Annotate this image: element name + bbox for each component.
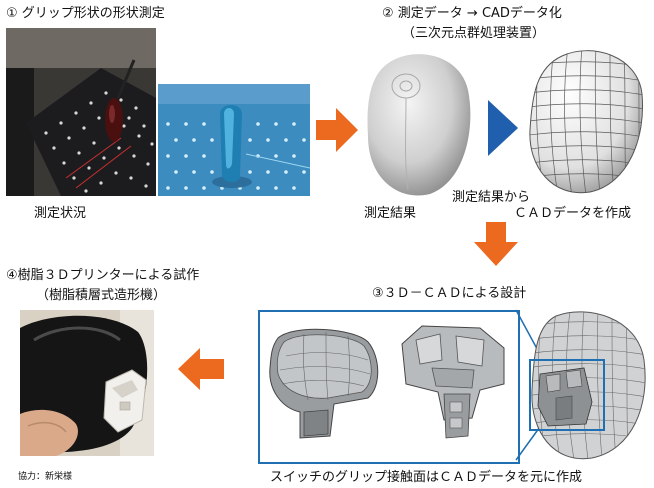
step1-caption: 測定状況 bbox=[34, 206, 87, 221]
arrow-down-orange bbox=[472, 222, 520, 268]
cad-wireframe-shape bbox=[522, 46, 648, 196]
step1-title: ① グリップ形状の形状測定 bbox=[6, 6, 165, 21]
scan-preview-photo bbox=[158, 84, 310, 196]
scan-result-caption: 測定結果 bbox=[364, 206, 417, 221]
cad-part-front bbox=[392, 318, 512, 446]
step2-title-line2: （三次元点群処理装置） bbox=[402, 26, 546, 41]
step4-title-line1: ④樹脂３Ｄプリンターによる試作 bbox=[6, 268, 200, 283]
prototype-photo bbox=[20, 310, 154, 456]
step3-title: ③３Ｄ－ＣＡＤによる設計 bbox=[372, 286, 527, 301]
scan-result-shape bbox=[360, 50, 478, 198]
cad-caption-line2: ＣＡＤデータを作成 bbox=[514, 206, 632, 221]
step3-caption: スイッチのグリップ接触面はＣＡＤデータを元に作成 bbox=[270, 470, 583, 485]
step2-title-line1: ② 測定データ → CADデータ化 bbox=[382, 6, 562, 21]
arrow-right-orange bbox=[316, 106, 360, 154]
cad-caption-line1: 測定結果から bbox=[452, 190, 531, 205]
arrow-left-orange bbox=[176, 346, 226, 392]
step4-title-line2: （樹脂積層式造形機） bbox=[36, 288, 167, 303]
credit-label: 協力：新栄様 bbox=[18, 472, 73, 482]
arrow-right-blue bbox=[486, 100, 520, 156]
cad-part-back bbox=[264, 320, 386, 444]
measurement-setup-photo bbox=[6, 28, 156, 196]
grip-with-switch-model bbox=[526, 310, 650, 460]
